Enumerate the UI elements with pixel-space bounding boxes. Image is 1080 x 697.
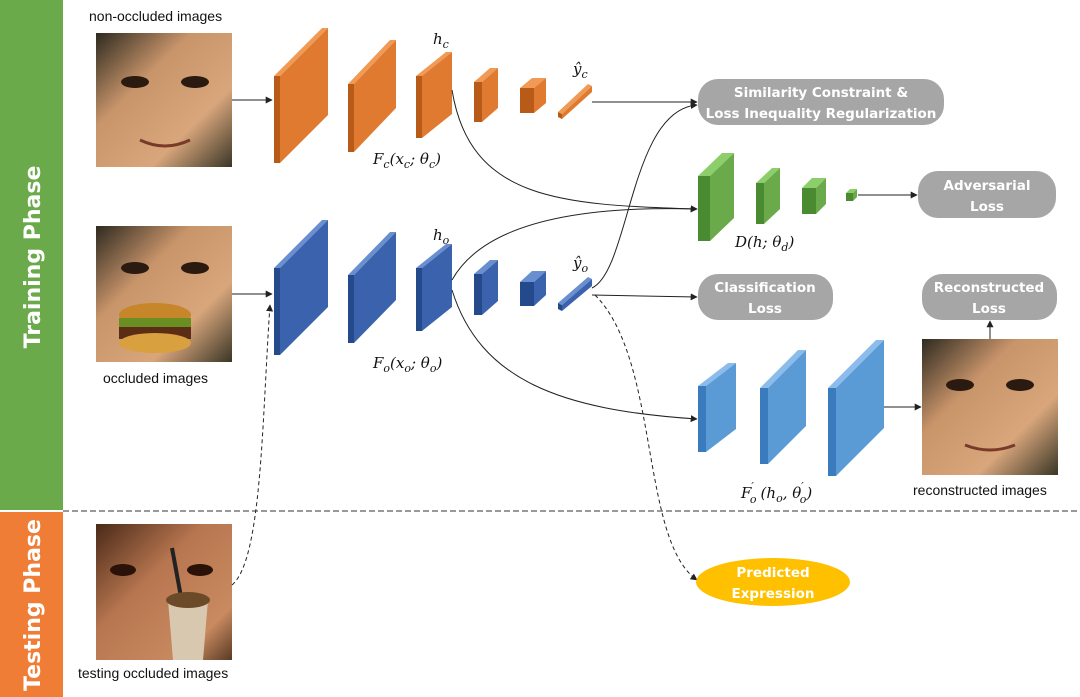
- green-layer-1: [698, 153, 734, 241]
- orange-layer-6: [558, 84, 592, 119]
- testing-face-image: [96, 524, 232, 660]
- occluded-label: occluded images: [103, 370, 208, 386]
- connectors: [231, 89, 994, 586]
- reconstructed-label: reconstructed images: [913, 482, 1047, 498]
- testing-phase-bar: Testing Phase: [0, 512, 63, 697]
- arrow-testing-to-encoder: [231, 304, 274, 586]
- arrow-yo-to-predicted: [594, 294, 698, 581]
- blue-layer-4: [474, 260, 498, 315]
- decoder-layer-1: [698, 363, 736, 452]
- F-c-label: Fc(xc; θc): [372, 150, 441, 171]
- reconstructed-face-image: [922, 339, 1058, 475]
- testing-phase-label: Testing Phase: [21, 519, 46, 691]
- orange-layer-4: [474, 68, 498, 122]
- testing-occluded-label: testing occluded images: [78, 665, 228, 681]
- green-layer-2: [756, 168, 780, 224]
- F-prime-label: F′o(ho, θ′o): [740, 480, 812, 506]
- h-o-label: ho: [433, 226, 450, 247]
- h-c-label: hc: [433, 30, 449, 51]
- predicted-line2: Expression: [732, 586, 815, 602]
- orange-encoder: [274, 28, 592, 163]
- orange-layer-1: [274, 28, 328, 163]
- blue-layer-1: [274, 220, 328, 355]
- adversarial-loss-box: Adversarial Loss: [918, 171, 1056, 218]
- decoder-layer-3: [828, 340, 884, 476]
- blue-layer-3: [416, 244, 452, 331]
- occluded-face-image: [96, 226, 232, 362]
- blue-layer-2: [348, 232, 396, 343]
- similarity-loss-line1: Similarity Constraint &: [734, 85, 908, 101]
- green-layer-3: [802, 178, 826, 214]
- predicted-expression-oval: Predicted Expression: [696, 558, 850, 606]
- adversarial-loss-line2: Loss: [970, 199, 1004, 215]
- F-o-label: Fo(xo; θo): [372, 354, 442, 375]
- green-discriminator: [698, 153, 857, 241]
- adversarial-loss-line1: Adversarial: [944, 178, 1031, 194]
- orange-layer-5: [520, 78, 546, 113]
- orange-layer-3: [416, 52, 452, 138]
- drink-cup: [168, 600, 208, 660]
- classification-loss-line2: Loss: [748, 301, 782, 317]
- training-phase-bar: Training Phase: [0, 0, 63, 510]
- D-label: D(h; θd): [734, 233, 794, 254]
- light-blue-decoder: [698, 340, 884, 476]
- similarity-loss-box: Similarity Constraint & Loss Inequality …: [698, 79, 944, 125]
- reconstructed-loss-box: Reconstructed Loss: [922, 274, 1057, 320]
- reconstructed-loss-line1: Reconstructed: [934, 280, 1044, 296]
- training-phase-label: Training Phase: [21, 166, 46, 349]
- blue-layer-5: [520, 271, 546, 306]
- green-layer-4: [846, 189, 857, 201]
- arrow-ho-to-decoder: [451, 289, 698, 423]
- reconstructed-loss-line2: Loss: [972, 301, 1006, 317]
- orange-layer-2: [348, 40, 396, 152]
- blue-layer-6: [558, 277, 592, 311]
- decoder-layer-2: [760, 350, 806, 464]
- predicted-line1: Predicted: [736, 565, 809, 581]
- classification-loss-box: Classification Loss: [698, 274, 833, 320]
- non-occluded-face-image: [96, 33, 232, 167]
- classification-loss-line1: Classification: [714, 280, 815, 296]
- yhat-o-label: ŷo: [572, 254, 588, 275]
- similarity-loss-line2: Loss Inequality Regularization: [706, 106, 937, 122]
- arrow-yo-to-similarity: [591, 101, 698, 289]
- arrow-ho-to-discriminator: [451, 205, 698, 281]
- arrow-hc-to-discriminator: [451, 89, 698, 213]
- non-occluded-label: non-occluded images: [89, 8, 222, 24]
- blue-encoder: [274, 220, 592, 355]
- arrow-yo-to-classification: [591, 293, 698, 301]
- yhat-c-label: ŷc: [572, 60, 588, 81]
